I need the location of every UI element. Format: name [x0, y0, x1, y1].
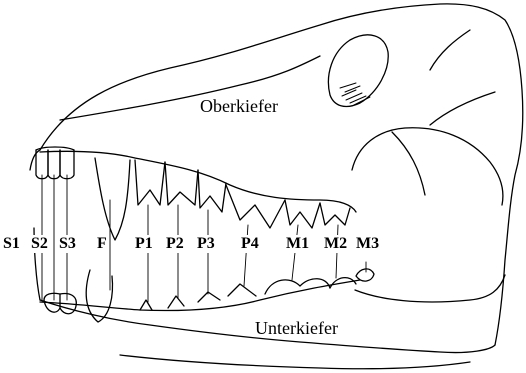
- lower-molars: [265, 269, 374, 294]
- upper-premolars: [135, 160, 285, 228]
- tooth-label-p1: P1: [134, 235, 154, 253]
- orbit: [328, 35, 388, 107]
- tooth-label-f: F: [96, 235, 108, 253]
- upper-jaw-label: Oberkiefer: [200, 96, 278, 117]
- tooth-label-s3: S3: [58, 235, 77, 253]
- tooth-label-m3: M3: [355, 235, 380, 253]
- lower-premolars: [140, 284, 256, 310]
- tooth-label-m2: M2: [323, 235, 348, 253]
- tooth-label-p2: P2: [165, 235, 185, 253]
- tooth-label-s1: S1: [2, 235, 21, 253]
- upper-molars: [285, 200, 350, 228]
- zygomatic-arch: [352, 128, 503, 205]
- tooth-label-p3: P3: [196, 235, 216, 253]
- tooth-label-m1: M1: [285, 235, 310, 253]
- tooth-label-p4: P4: [240, 235, 260, 253]
- upper-canine: [95, 158, 130, 240]
- lower-jaw-label: Unterkiefer: [255, 318, 338, 339]
- tooth-label-s2: S2: [30, 235, 49, 253]
